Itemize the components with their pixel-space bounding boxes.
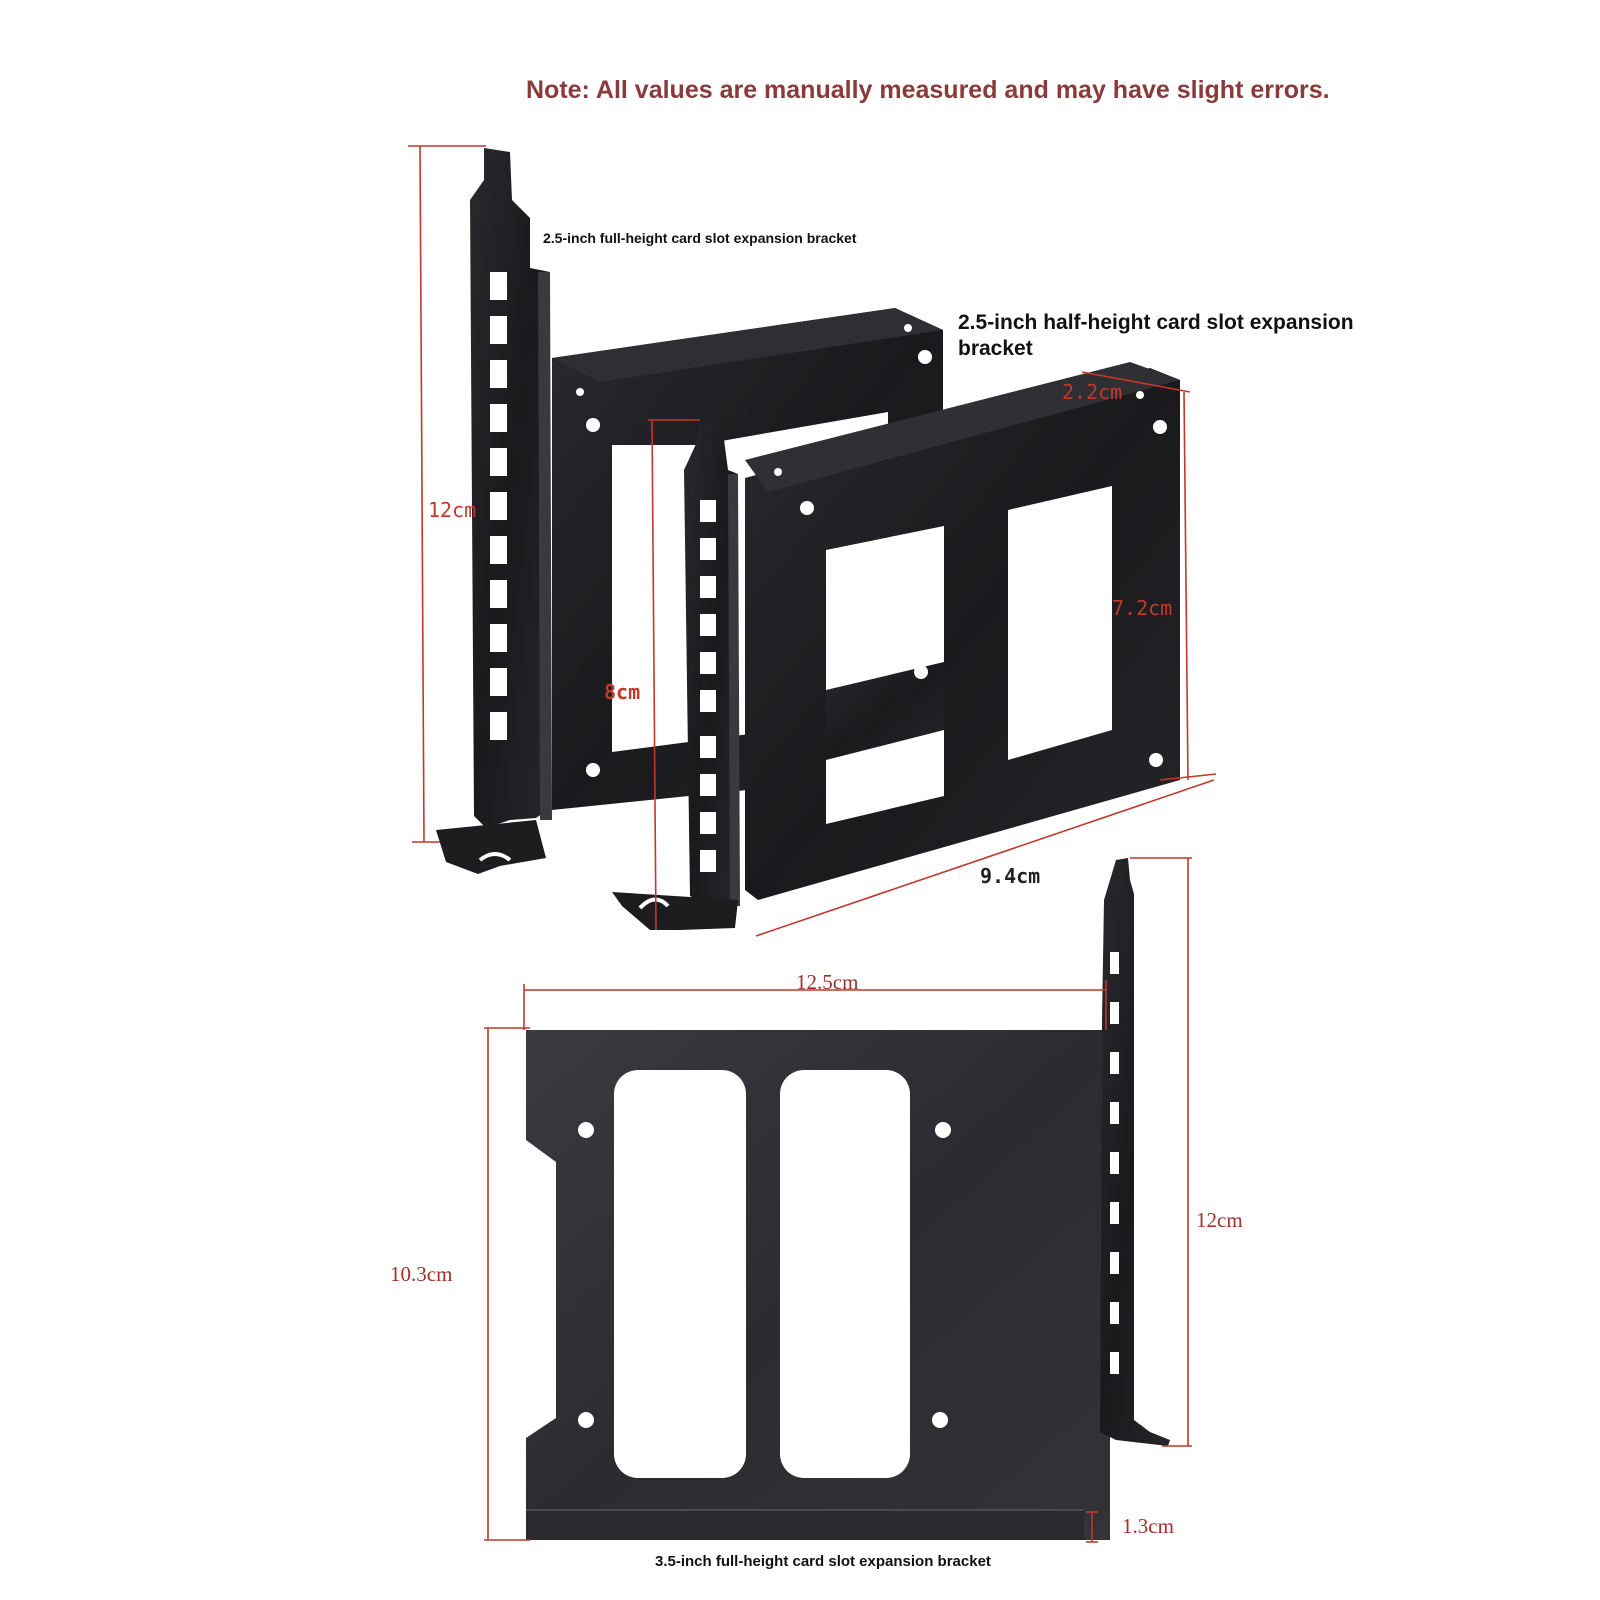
half-height-bracket-2-5 xyxy=(612,362,1180,930)
measurement-note: Note: All values are manually measured a… xyxy=(526,76,1330,104)
dim-half-tray-height: 7.2cm xyxy=(1112,596,1173,620)
dim-3-5-bracket-height: 12cm xyxy=(1196,1208,1243,1232)
dim-half-tray-length: 9.4cm xyxy=(980,864,1041,888)
dim-half-bracket-height: 8cm xyxy=(604,680,641,704)
full-height-bracket-3-5 xyxy=(526,858,1170,1540)
dim-3-5-tray-lip: 1.3cm xyxy=(1122,1514,1174,1538)
label-3-5-full-height: 3.5-inch full-height card slot expansion… xyxy=(655,1553,991,1570)
dim-3-5-tray-height: 10.3cm xyxy=(390,1262,453,1286)
label-2-5-full-height: 2.5-inch full-height card slot expansion… xyxy=(543,230,857,246)
dimension-lines xyxy=(408,145,1217,1543)
dim-3-5-tray-width: 12.5cm xyxy=(796,970,859,994)
dim-half-tray-depth: 2.2cm xyxy=(1062,380,1123,404)
label-2-5-half-height: 2.5-inch half-height card slot expansion… xyxy=(958,311,1354,360)
dim-full-bracket-height: 12cm xyxy=(428,498,477,522)
